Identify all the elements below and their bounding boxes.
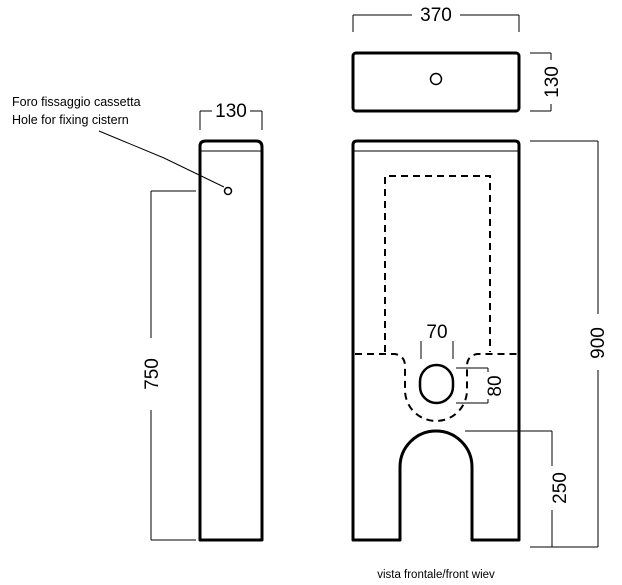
top-depth-dim-label: 130 xyxy=(542,66,563,98)
side-view: Foro fissaggio cassetta Hole for fixing … xyxy=(12,95,264,542)
hole-width-dimension: 70 xyxy=(420,322,454,359)
fixing-hole-circle xyxy=(223,186,233,196)
side-width-dimension: 130 xyxy=(199,101,263,130)
opening-height-dim-label: 250 xyxy=(550,472,571,504)
front-view: 70 80 250 900 vista frontale/front xyxy=(351,139,609,581)
top-view-hole xyxy=(429,72,443,86)
top-width-dim-label: 370 xyxy=(420,5,452,26)
fixing-hole-note-it: Foro fissaggio cassetta xyxy=(12,95,141,109)
hole-height-dimension: 80 xyxy=(456,367,506,404)
fixing-hole-note-en: Hole for fixing cistern xyxy=(12,113,129,127)
front-view-caption: vista frontale/front wiev xyxy=(377,569,495,581)
front-height-dimension: 900 xyxy=(530,140,609,548)
side-width-dim-label: 130 xyxy=(215,101,247,122)
top-width-dimension: 370 xyxy=(352,5,520,32)
top-view: 370 130 xyxy=(351,5,563,113)
side-height-dim-label: 750 xyxy=(142,358,163,390)
fixing-hole-leader-line xyxy=(98,130,225,188)
front-view-outline xyxy=(351,139,521,542)
hole-height-dim-label: 80 xyxy=(485,375,506,396)
front-height-dim-label: 900 xyxy=(588,327,609,359)
side-height-dimension: 750 xyxy=(142,190,196,541)
hole-width-dim-label: 70 xyxy=(426,322,447,343)
flush-hole xyxy=(418,363,455,405)
side-view-outline xyxy=(198,139,264,542)
cistern-hidden-base xyxy=(355,353,517,422)
top-view-outline xyxy=(351,51,521,113)
cistern-hidden-outline xyxy=(384,175,491,352)
top-depth-dimension: 130 xyxy=(530,52,563,112)
